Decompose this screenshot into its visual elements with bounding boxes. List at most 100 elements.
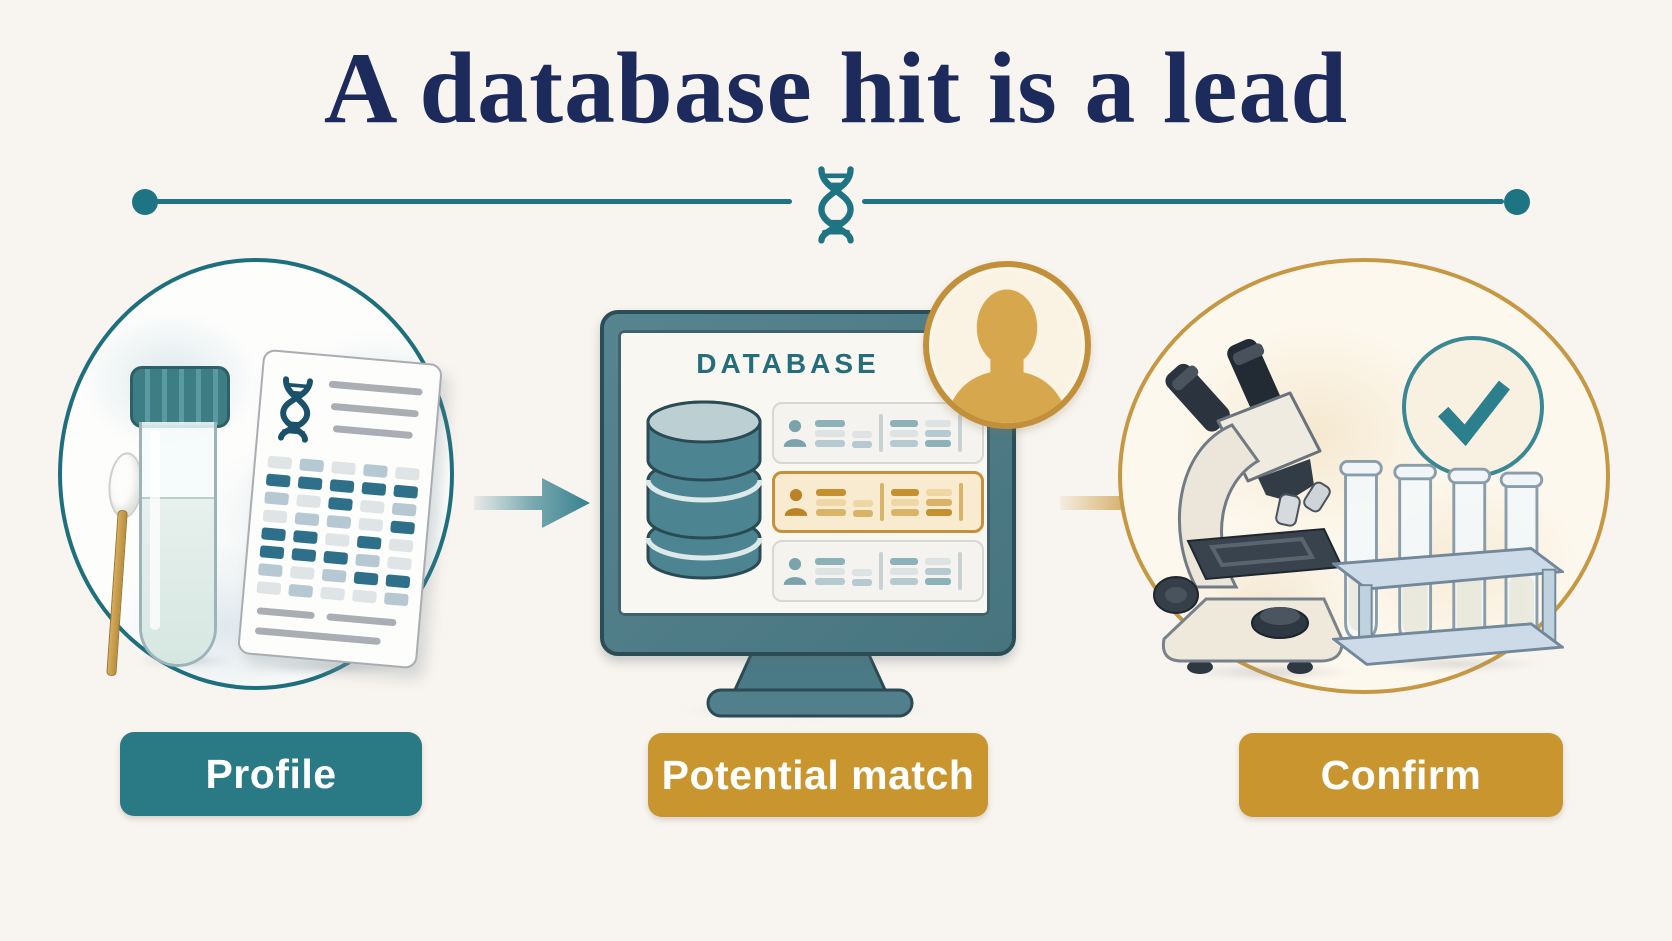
dna-band — [291, 548, 317, 563]
dna-band — [353, 571, 379, 586]
dna-band — [351, 589, 377, 604]
row-divider — [958, 414, 962, 452]
dna-band — [294, 512, 320, 527]
dna-band — [323, 550, 349, 565]
row-divider — [879, 552, 883, 590]
avatar-silhouette-icon — [923, 261, 1091, 429]
dna-band — [383, 592, 409, 607]
card-text-line — [326, 613, 397, 627]
dna-band — [391, 502, 417, 517]
data-bar — [815, 429, 845, 437]
profile-label: Profile — [120, 732, 422, 816]
card-text-line — [254, 627, 381, 646]
data-bar — [815, 577, 845, 585]
person-silhouette — [945, 289, 1069, 423]
row-divider — [879, 414, 883, 452]
monitor-stand — [706, 646, 914, 718]
confirm-label: Confirm — [1239, 733, 1563, 817]
dna-band — [259, 545, 285, 560]
dna-band-grid — [256, 455, 420, 607]
data-bar — [890, 577, 918, 585]
record-row — [772, 402, 984, 464]
dna-band — [390, 520, 416, 535]
dna-band-column — [256, 455, 293, 596]
divider-line-left — [156, 199, 792, 204]
data-bar-group — [925, 557, 951, 585]
record-row-highlighted — [772, 471, 984, 533]
dna-band — [326, 514, 352, 529]
data-bar-group — [815, 419, 845, 447]
dna-band — [394, 466, 420, 481]
card-text-line — [330, 402, 419, 418]
test-tube-highlight — [150, 430, 160, 630]
dna-band — [256, 581, 282, 596]
data-bar — [816, 498, 846, 506]
dna-band — [358, 517, 384, 532]
data-bar-group — [853, 499, 873, 517]
dna-helix-icon — [818, 166, 854, 244]
dna-band — [321, 568, 347, 583]
dna-band — [324, 532, 350, 547]
dna-band — [296, 494, 322, 509]
swab-stick — [106, 509, 128, 677]
data-bar — [925, 419, 951, 427]
dna-band — [356, 535, 382, 550]
data-bar — [926, 508, 952, 516]
test-tube-body — [139, 422, 217, 667]
dna-band — [257, 563, 283, 578]
data-bar-group — [890, 419, 918, 447]
dna-band — [327, 496, 353, 512]
data-bar — [815, 439, 845, 447]
dna-band — [393, 484, 419, 499]
data-bar — [925, 439, 951, 447]
dna-band — [297, 476, 323, 491]
data-bar — [890, 439, 918, 447]
dna-band-column — [383, 466, 420, 607]
data-bar — [926, 488, 952, 496]
data-bar-group — [891, 488, 919, 516]
confirm-label-text: Confirm — [1320, 751, 1482, 798]
dna-band-column — [351, 463, 388, 604]
checkmark-icon — [1402, 336, 1544, 478]
data-bar — [852, 440, 872, 448]
data-bar — [925, 567, 951, 575]
test-tube-rack-icon — [1332, 459, 1564, 666]
row-divider — [958, 552, 962, 590]
dna-band — [361, 481, 387, 496]
dna-band — [264, 491, 290, 506]
data-bar-group — [816, 488, 846, 516]
database-heading: DATABASE — [696, 348, 880, 379]
data-bar — [925, 429, 951, 437]
dna-profile-card — [237, 348, 443, 670]
data-bar — [890, 429, 918, 437]
dna-band — [362, 463, 388, 478]
data-bar — [815, 567, 845, 575]
divider-dot-right — [1504, 189, 1530, 215]
dna-band-column — [320, 461, 357, 601]
data-bar — [816, 508, 846, 516]
dna-band — [267, 455, 293, 470]
data-bar — [891, 488, 919, 496]
dna-band — [265, 473, 291, 488]
data-bar — [816, 488, 846, 496]
checkmark-glyph — [1437, 380, 1511, 447]
data-bar — [853, 509, 873, 517]
dna-band — [299, 458, 325, 473]
data-bar — [890, 419, 918, 427]
divider-line-right — [862, 199, 1504, 204]
data-bar-group — [926, 488, 952, 516]
data-bar — [890, 557, 918, 565]
dna-band — [331, 461, 357, 476]
test-tube-cap — [130, 366, 230, 428]
database-record-list — [772, 402, 984, 609]
data-bar — [925, 557, 951, 565]
data-bar — [852, 430, 872, 438]
dna-band — [320, 586, 346, 601]
dna-band — [289, 565, 315, 580]
microscope-icon — [1153, 339, 1344, 674]
dna-band — [388, 538, 414, 553]
data-bar-group — [815, 557, 845, 585]
dna-band — [288, 583, 314, 598]
divider-dot-left — [132, 189, 158, 215]
